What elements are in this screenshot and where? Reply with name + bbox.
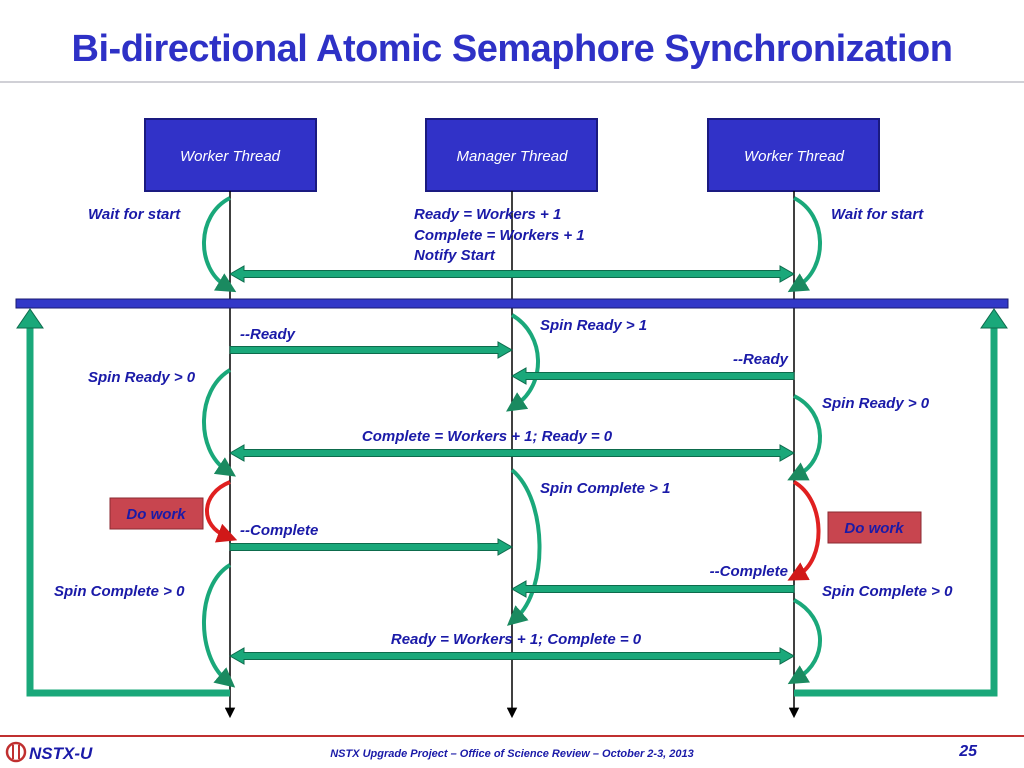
curve-wait-right <box>787 196 822 293</box>
arrow-ready-left <box>229 341 514 359</box>
spin-ready-0-right-label: Spin Ready > 0 <box>822 395 930 412</box>
do-work-left-box: Do work <box>109 497 204 530</box>
curve-do-work-right <box>787 480 821 581</box>
arrow-start-broadcast <box>228 265 796 283</box>
nstx-logo-icon <box>5 741 27 763</box>
complete-reset-label: Complete = Workers + 1; Ready = 0 <box>362 428 613 445</box>
wait-left-label: Wait for start <box>88 206 181 223</box>
worker-thread-right-label: Worker Thread <box>744 148 845 165</box>
mgr-init-2-label: Complete = Workers + 1 <box>414 227 585 244</box>
dec-complete-left-label: --Complete <box>240 522 318 539</box>
slide-title: Bi-directional Atomic Semaphore Synchron… <box>71 28 953 70</box>
page-number: 25 <box>958 743 978 760</box>
dec-complete-right-label: --Complete <box>710 563 788 580</box>
wait-right-label: Wait for start <box>831 206 924 223</box>
arrow-complete-reset <box>228 444 796 462</box>
dec-ready-right-label: --Ready <box>733 351 789 368</box>
curve-spin-complete-0-right <box>787 598 822 685</box>
loop-arrowhead-right <box>980 308 1008 329</box>
message-arrows <box>228 265 796 665</box>
mgr-init-3-label: Notify Start <box>414 247 496 264</box>
spin-complete-1-label: Spin Complete > 1 <box>540 480 670 497</box>
curve-spin-complete-1 <box>506 468 542 626</box>
nstx-logo: NSTX-U <box>5 741 93 763</box>
curve-spin-ready-0-left <box>202 368 236 477</box>
worker-thread-left-box: Worker Thread <box>144 118 317 192</box>
loop-arrow-right <box>794 316 998 697</box>
spin-complete-0-left-label: Spin Complete > 0 <box>54 583 185 600</box>
mgr-init-1-label: Ready = Workers + 1 <box>414 206 561 223</box>
curve-spin-ready-1 <box>506 313 540 412</box>
manager-thread-box: Manager Thread <box>425 118 598 192</box>
spin-ready-1-label: Spin Ready > 1 <box>540 317 647 334</box>
nstx-logo-text: NSTX-U <box>29 744 93 763</box>
arrow-complete-right <box>510 580 795 598</box>
loop-arrow-left <box>26 316 230 697</box>
do-work-right-box: Do work <box>827 511 922 544</box>
spin-ready-0-left-label: Spin Ready > 0 <box>88 369 196 386</box>
worker-thread-right-box: Worker Thread <box>707 118 880 192</box>
do-work-right-label: Do work <box>844 520 904 537</box>
do-work-left-label: Do work <box>126 506 186 523</box>
curve-wait-left <box>202 196 237 293</box>
loop-arrowhead-left <box>16 308 44 329</box>
curve-spin-ready-0-right <box>787 394 822 481</box>
curve-spin-complete-0-left <box>202 563 236 688</box>
barrier-bar <box>15 298 1009 309</box>
arrow-complete-left <box>229 538 514 556</box>
ready-reset-label: Ready = Workers + 1; Complete = 0 <box>391 631 642 648</box>
manager-thread-label: Manager Thread <box>457 148 569 165</box>
dec-ready-left-label: --Ready <box>240 326 296 343</box>
spin-complete-0-right-label: Spin Complete > 0 <box>822 583 953 600</box>
curve-do-work-left <box>205 480 238 543</box>
arrow-ready-reset <box>228 647 796 665</box>
worker-thread-left-label: Worker Thread <box>180 148 281 165</box>
arrow-ready-right <box>510 367 795 385</box>
footer-text: NSTX Upgrade Project – Office of Science… <box>330 748 694 760</box>
